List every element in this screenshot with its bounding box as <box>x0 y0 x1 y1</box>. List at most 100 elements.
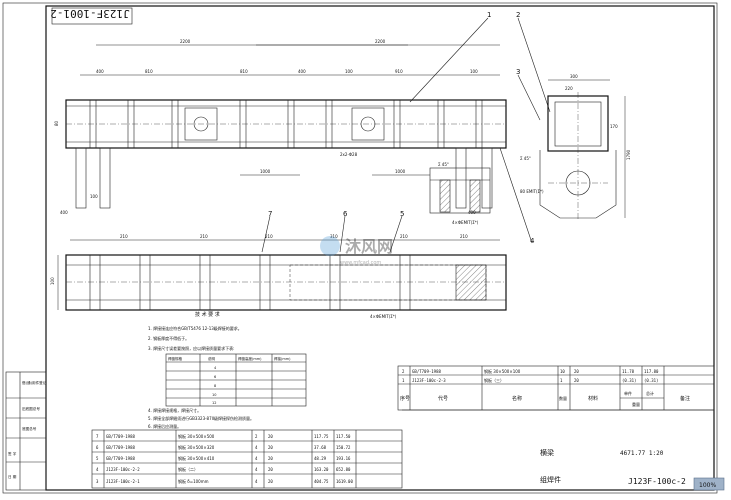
bom-low-r3-no: 4 <box>96 467 99 472</box>
spec-h0: 焊缝规格 <box>168 356 182 361</box>
dim-100-b: 100 <box>470 69 478 74</box>
weld-note-80: 80 EMIT(Σ*) <box>520 189 544 194</box>
bom-low-r2-qty: 4 <box>255 456 258 461</box>
part-name: 横梁 <box>540 448 554 457</box>
bom-h-name: 名称 <box>512 395 522 402</box>
dim-2200-right: 2200 <box>375 39 386 44</box>
sidebar-label-1: 旧底图总号 <box>22 406 40 411</box>
bom-h-code: 代号 <box>438 395 448 402</box>
dim-1000-b: 1000 <box>395 169 406 174</box>
bom-lower-rows: 7 GB/T709-1988 钢板 30×500×500 2 20 117.75… <box>96 433 353 484</box>
spec-h3: 焊接(mm) <box>274 356 291 361</box>
balloon-1: 1 <box>487 11 491 19</box>
dim-400-c: 400 <box>60 210 68 215</box>
dim-810-a: 810 <box>145 69 153 74</box>
tech-req-1: 1. 焊接接连应符合GB/T5476 12-13级焊接的要求。 <box>148 325 242 331</box>
spec-r0: 4 <box>214 366 217 370</box>
bom-low-r1-unit: 37.68 <box>314 445 327 450</box>
bom-low-r4-total: 1619.00 <box>336 479 353 484</box>
sidebar-label-0: 借(通)用件登记 <box>22 380 47 385</box>
zoom-badge-text: 100% <box>699 482 716 489</box>
tech-req-5: 5. 焊接全部焊缝须进行GB3323-87II级焊接探伤检测质量。 <box>148 415 254 421</box>
plan-weld-note: 4×ΦEMIT(Σ*) <box>370 314 397 319</box>
spec-r2: 8 <box>214 384 216 388</box>
bom-low-r0-no: 7 <box>96 434 99 439</box>
bom-low-r1-total: 150.72 <box>336 445 351 450</box>
bom-low-r2-code: GB/T709-1988 <box>106 456 135 461</box>
bom-top-r0-total: 117.80 <box>644 369 659 374</box>
dim-plan-f: 210 <box>460 234 468 239</box>
bom-h-unit: 单件 <box>624 390 632 396</box>
bom-low-r4-name: 钢板 δ=100mm <box>178 478 209 484</box>
bom-low-r1-mat: 20 <box>268 445 273 450</box>
spec-r1: 6 <box>214 375 216 379</box>
bom-low-r1-qty: 4 <box>255 445 258 450</box>
dim-910: 910 <box>395 69 403 74</box>
weld-note-angle: Σ 45° <box>520 156 531 161</box>
tech-req-6: 6. 焊接后应测量。 <box>148 423 181 429</box>
bom-top-r0-qty: 10 <box>560 369 565 374</box>
bom-top-r0-mat: 20 <box>574 369 579 374</box>
bom-low-r1-code: GB/T709-1988 <box>106 445 135 450</box>
bom-table-lower: 7 GB/T709-1988 钢板 30×500×500 2 20 117.75… <box>91 429 403 489</box>
dim-side-300: 300 <box>570 74 578 79</box>
bom-low-r0-qty: 2 <box>255 434 258 439</box>
dim-plan-a: 210 <box>120 234 128 239</box>
drawing-frame <box>45 5 715 491</box>
bom-top-r1-unit: (0.31) <box>622 378 636 383</box>
plan-view: 210 210 210 310 210 210 100 4×ΦEMIT(Σ*) <box>50 234 507 319</box>
bom-low-r0-mat: 20 <box>268 434 273 439</box>
bom-low-r4-unit: 404.75 <box>314 479 329 484</box>
tech-req-4: 4. 焊接焊接规格，焊接尺寸。 <box>148 407 201 413</box>
sidebar-label-2: 底图总号 <box>22 426 37 431</box>
dim-plan-b: 210 <box>200 234 208 239</box>
bom-low-r2-total: 193.16 <box>336 456 351 461</box>
left-label-80: 80 <box>54 120 59 126</box>
bom-h-remark: 备注 <box>680 395 690 402</box>
bom-top-r1-code: J123F-100c-2-3 <box>412 378 446 383</box>
mass-scale: 4671.77 1:20 <box>620 450 664 457</box>
bom-table-upper: 2 GB/T709-1988 钢板 30×500×100 10 20 11.78… <box>397 365 715 411</box>
bom-low-r3-unit: 163.20 <box>314 467 329 472</box>
bom-low-r4-qty: 4 <box>255 479 258 484</box>
dim-side-170: 170 <box>610 124 618 129</box>
bom-top-r0-code: GB/T709-1988 <box>412 369 441 374</box>
beam-plan <box>65 254 507 311</box>
dim-side-height: 1790 <box>626 149 631 160</box>
spec-r4: 12 <box>212 401 216 405</box>
bom-low-r3-code: J123F-100c-2-2 <box>106 467 140 472</box>
watermark-url: www.mfcad.com <box>340 260 381 266</box>
hole-left <box>193 116 209 132</box>
section-weld: 4×ΦEMIT(Σ*) <box>452 220 479 225</box>
tech-requirements: 技 术 要 求 1. 焊接接连应符合GB/T5476 12-13级焊接的要求。 … <box>148 311 307 429</box>
dim-1000-a: 1000 <box>260 169 271 174</box>
hole-right <box>360 116 376 132</box>
spec-h1: 说明 <box>208 356 215 361</box>
side-view: 300 220 1790 170 80 EMIT(Σ*) Σ 45° <box>520 74 631 220</box>
bom-low-r2-name: 钢板 30×500×410 <box>178 455 215 461</box>
bom-top-r1-no: 1 <box>402 378 405 383</box>
watermark: 沐风网 www.mfcad.com <box>320 236 393 266</box>
bom-low-r0-name: 钢板 30×500×500 <box>178 433 215 439</box>
zoom-badge[interactable] <box>693 477 725 491</box>
tech-req-3: 3. 焊接尺寸误差要按照，应以焊接质量要求下表: <box>148 345 234 351</box>
bom-low-r3-mat: 20 <box>268 467 273 472</box>
dim-plan-d: 310 <box>330 234 338 239</box>
bom-low-r3-qty: 4 <box>255 467 258 472</box>
balloon-leaders: 1 2 3 4 5 6 7 <box>261 11 551 253</box>
dim-plan-side: 100 <box>50 277 55 285</box>
dim-plan-c: 210 <box>265 234 273 239</box>
balloon-2: 2 <box>516 11 520 19</box>
bom-h-no: 序号 <box>400 395 410 402</box>
bom-low-r3-total: 652.80 <box>336 467 351 472</box>
tech-req-2: 2. 钢板厚度不得低于。 <box>148 335 189 341</box>
balloon-5: 5 <box>400 210 404 218</box>
front-view: 2200 2200 400 810 810 400 100 910 100 <box>54 39 507 215</box>
bom-low-r0-unit: 117.75 <box>314 434 329 439</box>
left-sidebar: 借(通)用件登记 旧底图总号 底图总号 签 字 日 期 <box>5 371 47 491</box>
bom-low-r4-code: J123F-100c-2-1 <box>106 479 140 484</box>
note-hole: 2x2-Φ28 <box>340 152 358 157</box>
dim-810-b: 810 <box>240 69 248 74</box>
dim-100-a: 100 <box>345 69 353 74</box>
